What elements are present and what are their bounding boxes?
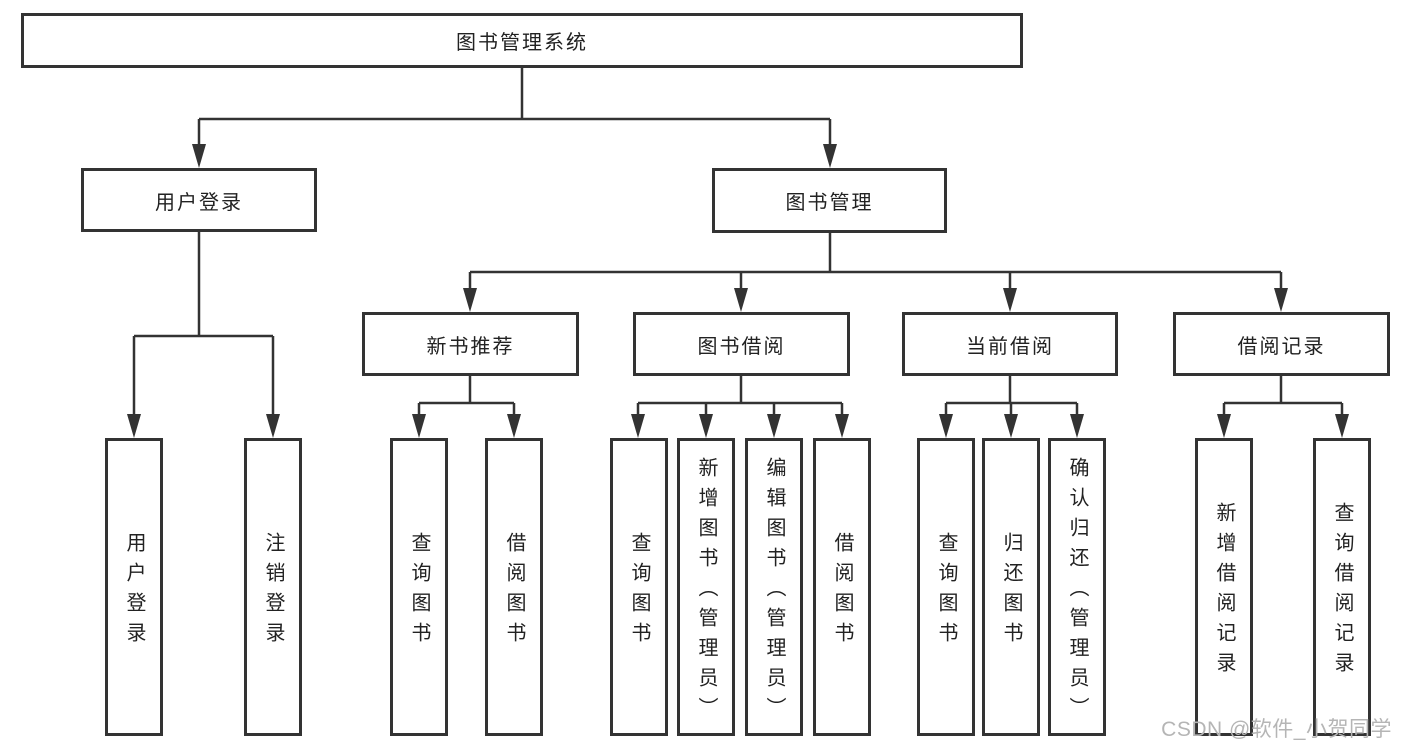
arrow-to-leaf-current-query: [939, 414, 953, 438]
leaf-recommend-borrow-books-label: 借阅图书: [503, 532, 525, 652]
leaf-recommend-query-books-label: 查询图书: [408, 532, 430, 652]
node-user-login-label: 用户登录: [155, 191, 243, 214]
arrow-to-leaf-recommend-query: [412, 414, 426, 438]
connector-new-book-recommend-to-leaves: [417, 376, 516, 416]
connector-borrow-records-to-leaves: [1222, 376, 1344, 416]
leaf-current-return-books-label: 归还图书: [1000, 532, 1022, 652]
leaf-current-return-books: 归还图书: [982, 438, 1040, 736]
node-book-management: 图书管理: [712, 168, 947, 233]
arrow-to-leaf-borrow-add: [699, 414, 713, 438]
leaf-borrow-query-books: 查询图书: [610, 438, 668, 736]
arrow-to-borrow-records: [1274, 288, 1288, 312]
leaf-logout-label: 注销登录: [262, 532, 284, 652]
node-borrow-records-label: 借阅记录: [1237, 335, 1326, 358]
leaf-current-confirm-return-admin-label: 确认归还（管理员）: [1066, 457, 1088, 727]
leaf-records-add-record-label: 新增借阅记录: [1213, 502, 1235, 682]
leaf-borrow-query-books-label: 查询图书: [628, 532, 650, 652]
connector-book-management-to-level3: [468, 233, 1283, 290]
leaf-borrow-edit-books-admin: 编辑图书（管理员）: [745, 438, 803, 736]
connector-book-borrow-to-leaves: [636, 376, 844, 416]
node-root-system-label: 图书管理系统: [456, 32, 588, 54]
leaf-current-query-books: 查询图书: [917, 438, 975, 736]
leaf-borrow-add-books-admin-label: 新增图书（管理员）: [695, 457, 717, 727]
arrow-to-leaf-records-add: [1217, 414, 1231, 438]
node-book-management-label: 图书管理: [785, 192, 874, 214]
leaf-current-confirm-return-admin: 确认归还（管理员）: [1048, 438, 1106, 736]
arrow-to-book-management: [823, 144, 837, 168]
node-new-book-recommend: 新书推荐: [362, 312, 579, 376]
connector-current-borrow-to-leaves: [944, 376, 1079, 416]
leaf-borrow-borrow-books-label: 借阅图书: [831, 532, 853, 652]
leaf-borrow-borrow-books: 借阅图书: [813, 438, 871, 736]
leaf-records-query-record-label: 查询借阅记录: [1331, 502, 1353, 682]
arrow-to-new-book-recommend: [463, 288, 477, 312]
node-book-borrow: 图书借阅: [633, 312, 850, 376]
arrowheads: [127, 144, 1349, 438]
arrow-to-current-borrow: [1003, 288, 1017, 312]
leaf-current-query-books-label: 查询图书: [935, 532, 957, 652]
connector-user-login-to-leaves: [132, 232, 275, 416]
leaf-records-add-record: 新增借阅记录: [1195, 438, 1253, 736]
arrow-to-user-login: [192, 144, 206, 168]
arrow-to-leaf-records-query: [1335, 414, 1349, 438]
node-user-login: 用户登录: [81, 168, 317, 232]
leaf-borrow-edit-books-admin-label: 编辑图书（管理员）: [763, 457, 785, 727]
arrow-to-book-borrow: [734, 288, 748, 312]
arrow-to-leaf-borrow-query: [631, 414, 645, 438]
arrow-to-leaf-logout: [266, 414, 280, 438]
node-root-system: 图书管理系统: [21, 13, 1023, 68]
arrow-to-leaf-borrow-borrow: [835, 414, 849, 438]
leaf-recommend-query-books: 查询图书: [390, 438, 448, 736]
leaf-user-login-label: 用户登录: [123, 532, 145, 652]
leaf-logout: 注销登录: [244, 438, 302, 736]
arrow-to-leaf-current-confirm: [1070, 414, 1084, 438]
arrow-to-leaf-recommend-borrow: [507, 414, 521, 438]
node-book-borrow-label: 图书借阅: [697, 335, 786, 358]
node-current-borrow: 当前借阅: [902, 312, 1118, 376]
leaf-user-login: 用户登录: [105, 438, 163, 736]
arrow-to-leaf-user-login: [127, 414, 141, 438]
connector-root-to-level2: [197, 68, 832, 146]
leaf-recommend-borrow-books: 借阅图书: [485, 438, 543, 736]
node-current-borrow-label: 当前借阅: [966, 335, 1054, 358]
node-borrow-records: 借阅记录: [1173, 312, 1390, 376]
leaf-borrow-add-books-admin: 新增图书（管理员）: [677, 438, 735, 736]
csdn-watermark: CSDN @软件_小贺同学: [1161, 718, 1392, 741]
arrow-to-leaf-current-return: [1004, 414, 1018, 438]
arrow-to-leaf-borrow-edit: [767, 414, 781, 438]
leaf-records-query-record: 查询借阅记录: [1313, 438, 1371, 736]
node-new-book-recommend-label: 新书推荐: [426, 335, 515, 358]
